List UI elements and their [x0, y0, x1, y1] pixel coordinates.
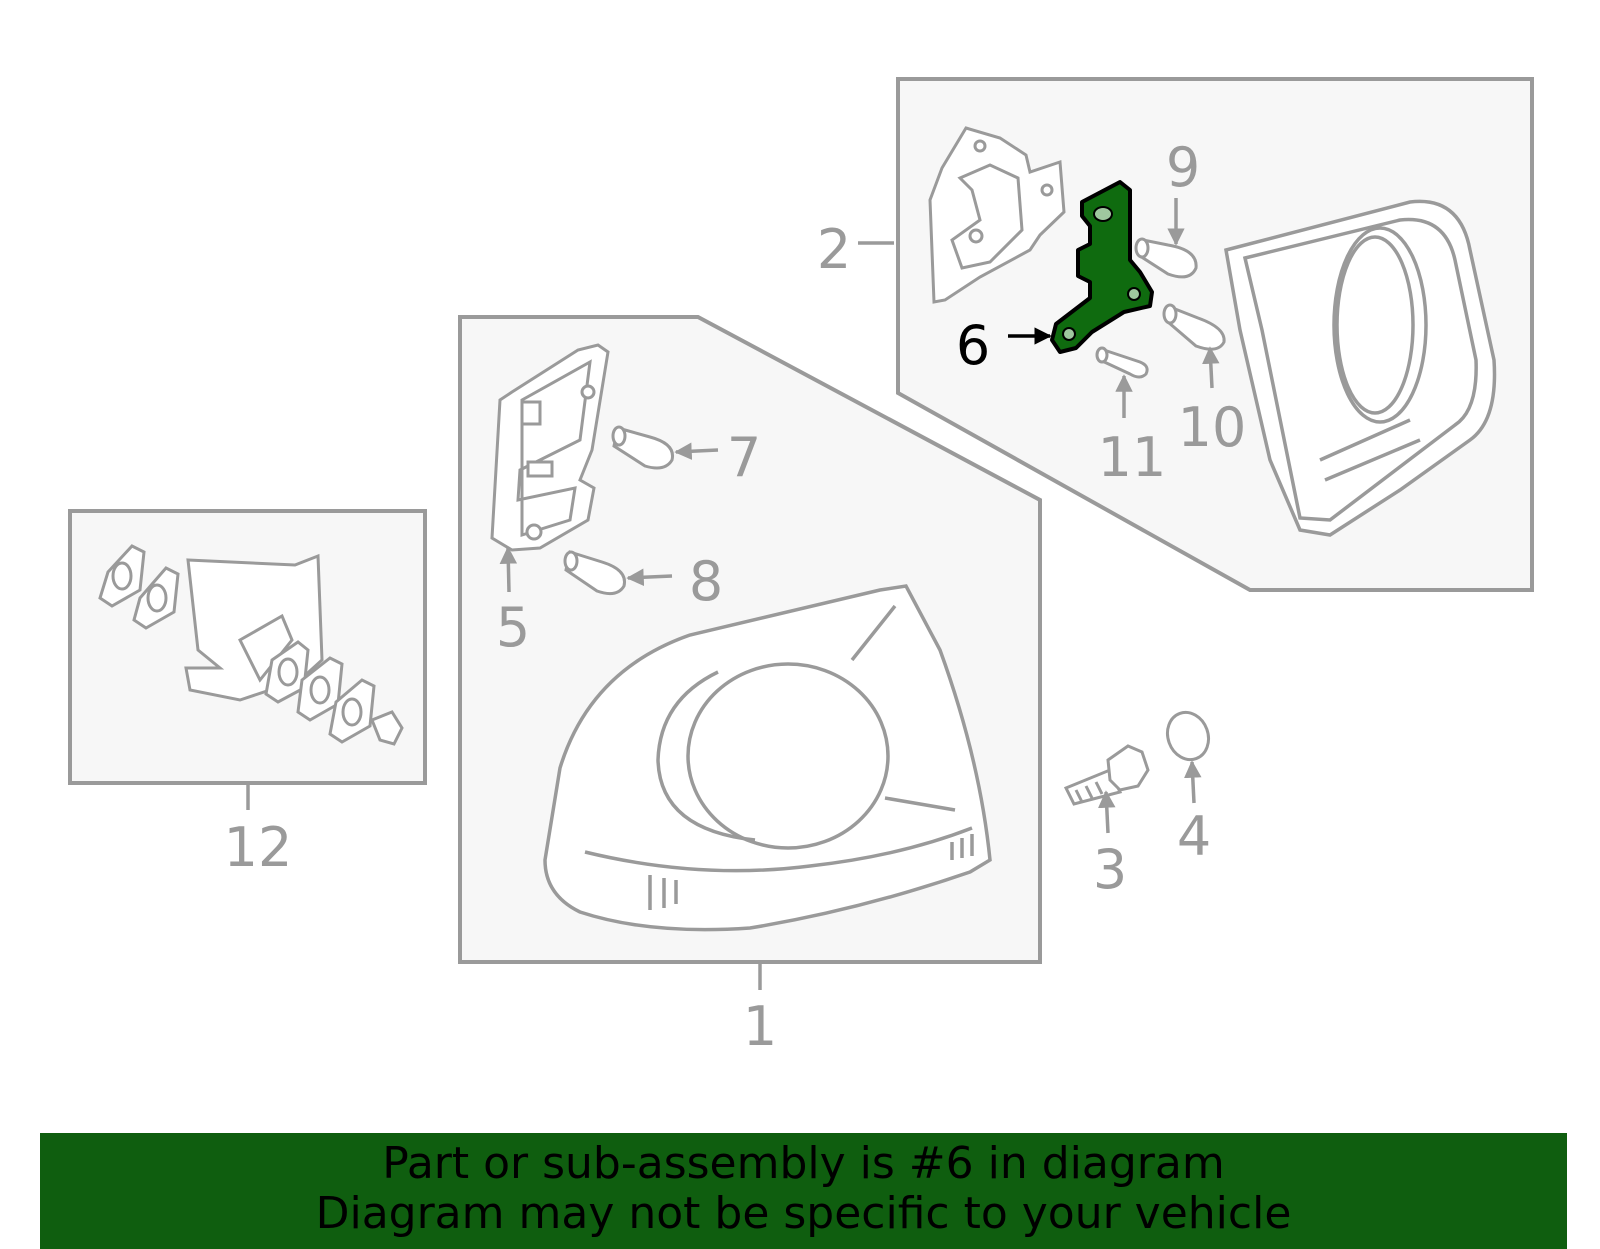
inner-gasket-drawing — [928, 126, 1066, 304]
outer-lamp-drawing — [543, 584, 992, 932]
callout-11: 11 — [1098, 426, 1167, 489]
callout-6: 6 — [956, 314, 990, 377]
info-banner: Part or sub-assembly is #6 in diagram Di… — [40, 1133, 1567, 1249]
leader-lines — [246, 198, 1220, 990]
banner-line-1: Part or sub-assembly is #6 in diagram — [382, 1138, 1225, 1189]
inner-lamp-drawing — [1223, 199, 1497, 537]
callout-1: 1 — [743, 995, 777, 1058]
callout-7: 7 — [727, 426, 761, 489]
callout-4: 4 — [1177, 805, 1211, 868]
callout-2: 2 — [817, 218, 851, 281]
bulb-7-drawing — [611, 425, 675, 470]
callout-12: 12 — [224, 816, 293, 879]
gasket-kit-drawing — [98, 544, 404, 746]
bulb-10-drawing — [1162, 303, 1226, 351]
cap-drawing — [1165, 710, 1211, 762]
banner-line-2: Diagram may not be specific to your vehi… — [315, 1188, 1292, 1239]
callout-9: 9 — [1166, 136, 1200, 199]
outer-gasket-drawing — [490, 343, 610, 552]
callout-3: 3 — [1093, 838, 1127, 901]
bulb-9-drawing — [1134, 237, 1198, 279]
callout-10: 10 — [1178, 396, 1247, 459]
callout-5: 5 — [496, 596, 530, 659]
callout-8: 8 — [689, 550, 723, 613]
bulb-8-drawing — [563, 550, 627, 596]
bulb-holder-part-6 — [1050, 180, 1154, 354]
